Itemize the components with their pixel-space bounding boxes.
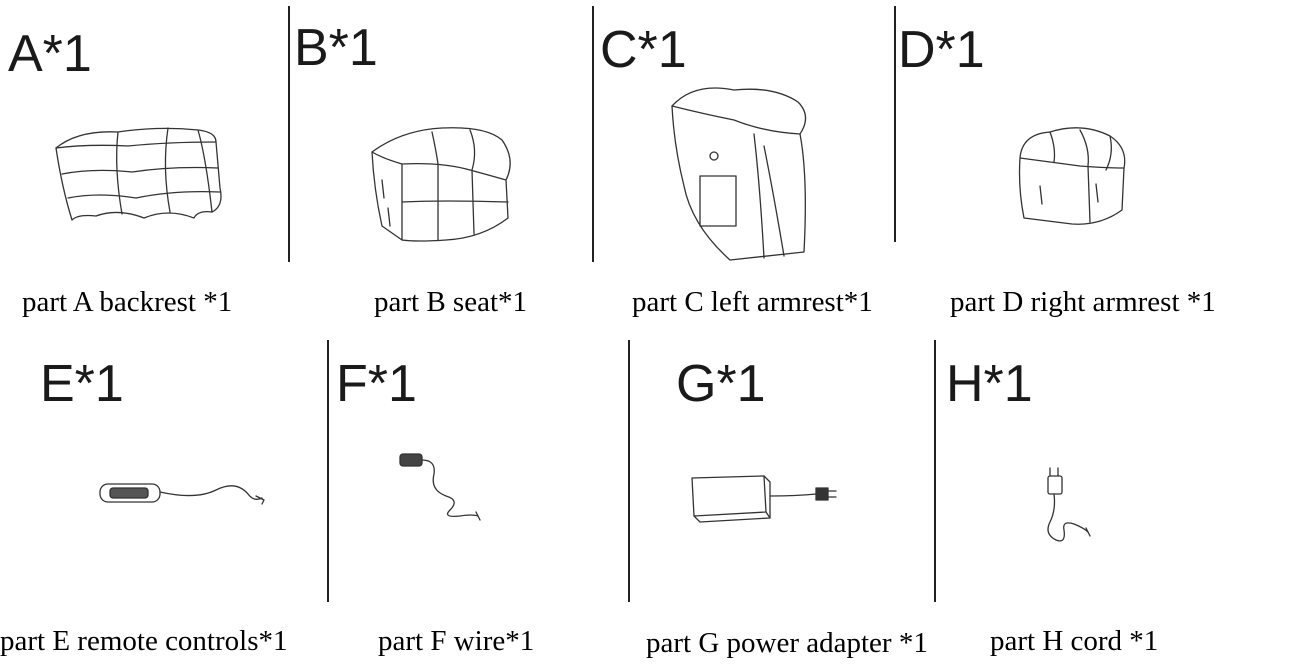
part-d-code: D*1 bbox=[898, 21, 985, 79]
part-h-caption: part H cord *1 bbox=[990, 625, 1159, 657]
backrest-illustration bbox=[55, 127, 222, 221]
right-armrest-illustration bbox=[1018, 127, 1126, 225]
divider bbox=[288, 6, 290, 262]
remote-control-illustration bbox=[99, 483, 265, 505]
cord-illustration bbox=[1047, 467, 1091, 542]
part-e-caption: part E remote controls*1 bbox=[0, 625, 288, 657]
divider bbox=[628, 340, 630, 602]
divider bbox=[934, 340, 936, 602]
seat-illustration bbox=[371, 127, 511, 242]
part-c-code: C*1 bbox=[600, 21, 687, 79]
part-a-code: A*1 bbox=[8, 25, 92, 83]
part-e-code: E*1 bbox=[40, 355, 124, 413]
part-b-caption: part B seat*1 bbox=[374, 286, 528, 318]
part-g-caption: part G power adapter *1 bbox=[646, 627, 928, 659]
divider bbox=[592, 6, 594, 262]
part-d-caption: part D right armrest *1 bbox=[950, 286, 1216, 318]
divider bbox=[894, 6, 896, 242]
part-c-caption: part C left armrest*1 bbox=[632, 286, 873, 318]
power-adapter-illustration bbox=[691, 475, 837, 523]
part-g-code: G*1 bbox=[676, 355, 766, 413]
part-h-code: H*1 bbox=[946, 355, 1033, 413]
left-armrest-illustration bbox=[671, 87, 807, 261]
divider bbox=[327, 340, 329, 602]
wire-illustration bbox=[399, 453, 481, 521]
part-f-code: F*1 bbox=[336, 355, 417, 413]
part-a-caption: part A backrest *1 bbox=[22, 286, 233, 318]
part-f-caption: part F wire*1 bbox=[378, 625, 535, 657]
part-b-code: B*1 bbox=[294, 19, 378, 77]
